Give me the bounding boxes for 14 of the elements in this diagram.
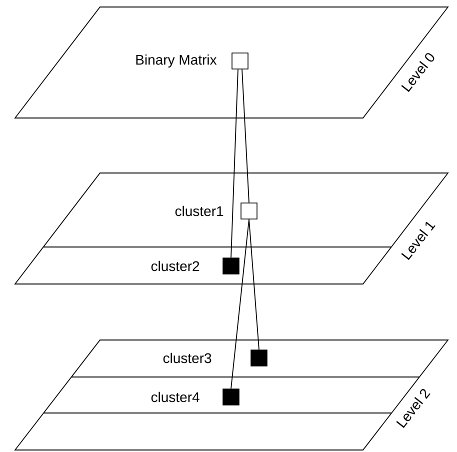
connector-line [230, 68, 238, 258]
connector-line [230, 218, 250, 390]
node-label: cluster1 [175, 206, 224, 216]
connector-line [248, 218, 260, 350]
connector-line [242, 68, 250, 204]
square-marker [222, 388, 240, 406]
node-label: cluster4 [151, 392, 200, 402]
square-marker [240, 202, 258, 220]
square-marker [250, 350, 268, 366]
node-label: cluster3 [163, 352, 212, 364]
node-label: cluster2 [151, 260, 200, 272]
square-marker [222, 258, 240, 274]
square-marker [232, 52, 248, 70]
node-label: Binary Matrix [136, 54, 217, 68]
